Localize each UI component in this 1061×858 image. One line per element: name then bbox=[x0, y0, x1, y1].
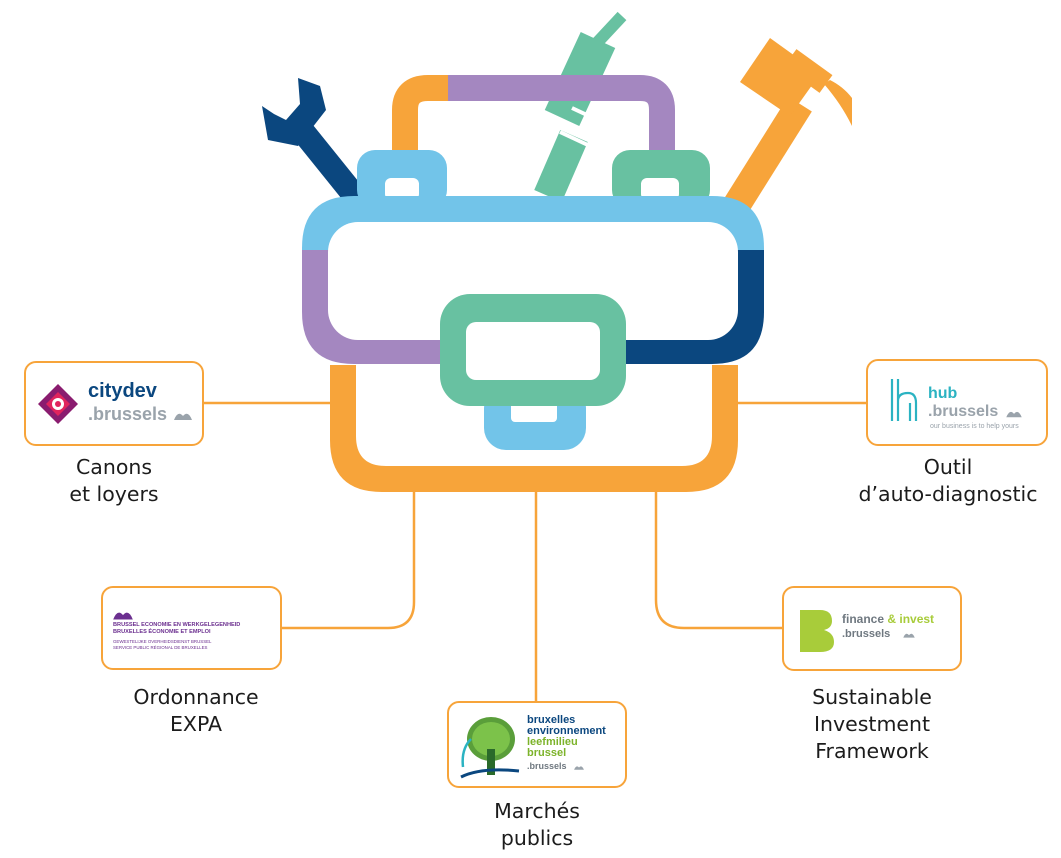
brussels-iris-logo-icon bbox=[113, 612, 133, 620]
citydev-logo-box[interactable]: citydev .brussels bbox=[24, 361, 204, 446]
hub-logo-name: hub bbox=[928, 385, 958, 402]
hub-logo-tagline: our business is to help yours bbox=[930, 423, 1019, 430]
finance-logo-amp: & invest bbox=[887, 612, 935, 626]
hub-logo-box[interactable]: hub .brussels our business is to help yo… bbox=[866, 359, 1048, 446]
brussels-iris-icon bbox=[903, 633, 915, 638]
connector-lines bbox=[202, 401, 866, 702]
toolbox-body bbox=[330, 365, 738, 492]
wrench-icon bbox=[262, 78, 368, 208]
environnement-caption-line: publics bbox=[500, 826, 574, 850]
hub-caption-line: Outil bbox=[923, 455, 973, 479]
citydev-caption-line: Canons bbox=[75, 455, 153, 479]
economie-logo-line: SERVICE PUBLIC RÉGIONAL DE BRUXELLES bbox=[113, 645, 208, 650]
finance-caption: Sustainable Investment Framework bbox=[772, 684, 972, 765]
environnement-logo-box[interactable]: bruxelles environnement leefmilieu bruss… bbox=[447, 701, 627, 788]
handle-clips bbox=[357, 150, 710, 208]
brussels-iris-icon bbox=[1006, 411, 1022, 418]
environnement-logo-line: environnement bbox=[527, 725, 606, 737]
brussels-iris-icon bbox=[574, 766, 584, 770]
hub-logo-icon bbox=[890, 379, 918, 421]
environnement-logo-domain: .brussels bbox=[527, 761, 567, 771]
toolbox-handle bbox=[392, 75, 675, 160]
citydev-caption-line: et loyers bbox=[69, 482, 159, 506]
citydev-logo-icon bbox=[38, 384, 78, 424]
hub-logo-domain: .brussels bbox=[928, 403, 999, 420]
finance-logo-word: finance bbox=[842, 612, 885, 626]
connector-economie bbox=[280, 486, 416, 630]
citydev-caption: Canons et loyers bbox=[14, 454, 214, 508]
finance-logo-domain: .brussels bbox=[842, 628, 891, 640]
finance-caption-line: Investment bbox=[813, 712, 931, 736]
finance-logo-name: finance & invest bbox=[842, 612, 934, 626]
connector-finance bbox=[654, 486, 782, 630]
environnement-caption: Marchés publics bbox=[437, 798, 637, 852]
finance-caption-line: Sustainable bbox=[812, 685, 932, 709]
finance-b-logo-icon bbox=[800, 610, 834, 652]
economie-logo-line: BRUSSEL ECONOMIE EN WERKGELEGENHEID bbox=[113, 622, 241, 628]
hammer-icon bbox=[724, 38, 852, 214]
finance-logo-box[interactable]: finance & invest .brussels bbox=[782, 586, 962, 671]
economie-logo-line: BRUXELLES ÉCONOMIE ET EMPLOI bbox=[113, 629, 211, 635]
tree-logo-icon bbox=[460, 717, 520, 779]
economie-caption-line: Ordonnance bbox=[133, 685, 259, 709]
economie-logo-box[interactable]: BRUSSEL ECONOMIE EN WERKGELEGENHEID BRUX… bbox=[101, 586, 282, 670]
environnement-logo-line: brussel bbox=[527, 747, 567, 759]
environnement-caption-line: Marchés bbox=[494, 799, 580, 823]
economie-caption: Ordonnance EXPA bbox=[96, 684, 296, 738]
economie-caption-line: EXPA bbox=[169, 712, 223, 736]
screwdriver-icon bbox=[534, 11, 627, 202]
citydev-logo-domain: .brussels bbox=[88, 404, 168, 424]
finance-caption-line: Framework bbox=[815, 739, 929, 763]
environnement-logo-line: leefmilieu bbox=[527, 736, 578, 748]
hub-caption-line: d’auto-diagnostic bbox=[858, 482, 1038, 506]
citydev-logo-name: citydev bbox=[88, 380, 157, 402]
toolbox-lid bbox=[302, 196, 764, 364]
environnement-logo-line: bruxelles bbox=[527, 714, 576, 726]
brussels-iris-icon bbox=[174, 413, 192, 420]
economie-logo-line: GEWESTELIJKE OVERHEIDSDIENST BRUSSEL bbox=[113, 639, 212, 644]
hub-caption: Outil d’auto-diagnostic bbox=[838, 454, 1058, 508]
toolbox-latch bbox=[440, 294, 626, 450]
